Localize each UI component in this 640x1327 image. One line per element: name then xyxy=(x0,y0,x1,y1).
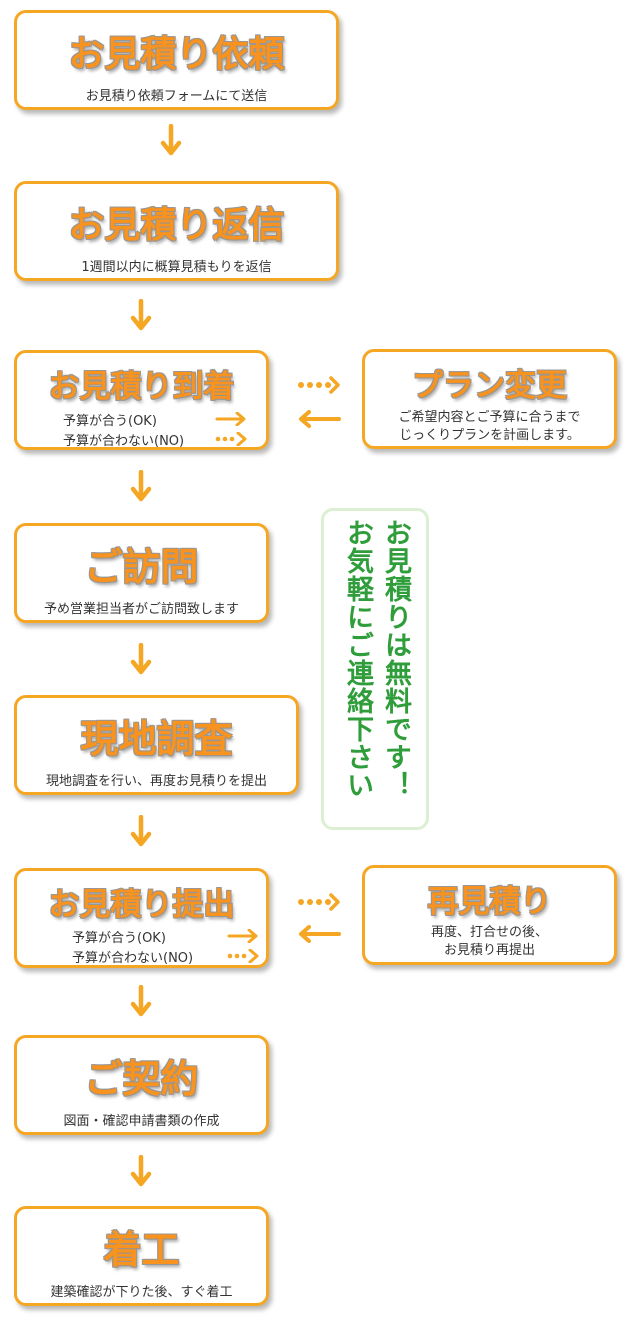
step-visit: ご訪問 予め営業担当者がご訪問致します xyxy=(14,523,269,623)
step-estimate-request: お見積り依頼 お見積り依頼フォームにて送信 xyxy=(14,10,339,110)
step-title: ご訪問 xyxy=(83,544,199,590)
arrow-right-icon xyxy=(227,929,259,943)
notice-line-free: お見積りは無料です！ xyxy=(380,519,411,799)
step-description: 現地調査を行い、再度お見積りを提出 xyxy=(45,774,267,789)
step-description: お見積り依頼フォームにて送信 xyxy=(85,89,268,104)
step-description: 1週間以内に概算見積もりを返信 xyxy=(81,260,272,275)
arrow-left-icon xyxy=(297,410,341,428)
arrow-down-icon xyxy=(130,299,152,333)
step-title: ご契約 xyxy=(83,1056,199,1102)
arrow-right-icon xyxy=(215,412,247,426)
dotted-arrow-right-icon xyxy=(215,432,247,446)
option-ng-label: 予算が合わない(NO) xyxy=(72,951,194,966)
step-site-survey: 現地調査 現地調査を行い、再度お見積りを提出 xyxy=(14,695,299,795)
arrow-down-icon xyxy=(160,124,182,158)
box-title: 再見積り xyxy=(427,883,553,921)
step-estimate-reply: お見積り返信 1週間以内に概算見積もりを返信 xyxy=(14,181,339,281)
arrow-down-icon xyxy=(130,985,152,1019)
step-estimate-submit: お見積り提出 予算が合う(OK) 予算が合わない(NO) xyxy=(14,868,269,968)
step-title: お見積り提出 xyxy=(48,886,236,924)
option-ok-label: 予算が合う(OK) xyxy=(72,931,166,946)
arrow-down-icon xyxy=(130,815,152,849)
box-title: プラン変更 xyxy=(411,367,568,405)
step-description: 建築確認が下りた後、すぐ着工 xyxy=(50,1285,233,1300)
arrow-down-icon xyxy=(130,643,152,677)
step-title: お見積り依頼 xyxy=(67,33,285,76)
step-title: お見積り到着 xyxy=(48,368,236,406)
step-estimate-arrival: お見積り到着 予算が合う(OK) 予算が合わない(NO) xyxy=(14,350,269,450)
dotted-arrow-right-icon xyxy=(297,893,341,911)
re-estimate-box: 再見積り 再度、打合せの後、 お見積り再提出 xyxy=(362,865,617,965)
dotted-arrow-right-icon xyxy=(297,376,341,394)
option-ng-label: 予算が合わない(NO) xyxy=(63,434,185,449)
free-estimate-notice: お見積りは無料です！ お気軽にご連絡下さい xyxy=(321,508,429,830)
step-description: 図面・確認申請書類の作成 xyxy=(63,1114,220,1129)
step-title: 現地調査 xyxy=(79,716,233,762)
arrow-left-icon xyxy=(297,925,341,943)
arrow-down-icon xyxy=(130,470,152,504)
box-description-line1: 再度、打合せの後、 xyxy=(430,925,548,940)
step-title: 着工 xyxy=(102,1227,180,1273)
box-description-line2: お見積り再提出 xyxy=(443,943,535,958)
box-description-line1: ご希望内容とご予算に合うまで xyxy=(398,410,581,425)
box-description-line2: じっくりプランを計画します。 xyxy=(399,428,580,443)
step-construction-start: 着工 建築確認が下りた後、すぐ着工 xyxy=(14,1206,269,1306)
step-contract: ご契約 図面・確認申請書類の作成 xyxy=(14,1035,269,1135)
option-ok-label: 予算が合う(OK) xyxy=(63,414,157,429)
notice-line-contact: お気軽にご連絡下さい xyxy=(342,519,373,799)
plan-change-box: プラン変更 ご希望内容とご予算に合うまで じっくりプランを計画します。 xyxy=(362,349,617,449)
dotted-arrow-right-icon xyxy=(227,949,259,963)
step-title: お見積り返信 xyxy=(67,204,285,247)
step-description: 予め営業担当者がご訪問致します xyxy=(43,602,239,617)
arrow-down-icon xyxy=(130,1155,152,1189)
